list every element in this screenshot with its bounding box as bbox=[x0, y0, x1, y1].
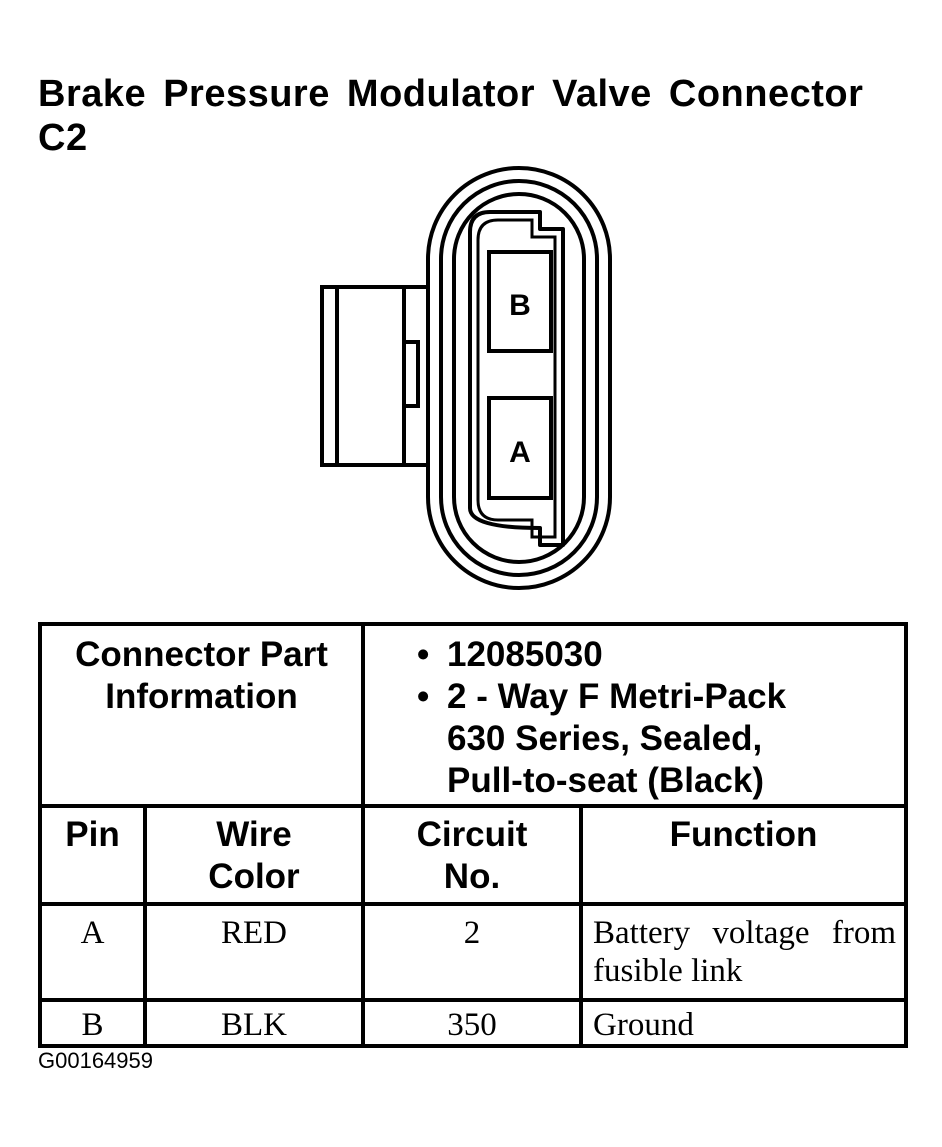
part-info-label-line-2: Information bbox=[105, 677, 298, 716]
bullet-icon: • bbox=[417, 635, 430, 674]
header-wire-line-2: Color bbox=[208, 857, 300, 896]
connector-housing bbox=[426, 166, 612, 590]
table-header-row: Pin Wire Color Circuit No. Function bbox=[38, 804, 908, 906]
table-row: B BLK 350 Ground bbox=[38, 998, 908, 1048]
table-row: A RED 2 Battery voltage from fusible lin… bbox=[38, 902, 908, 1002]
part-number: 12085030 bbox=[447, 635, 603, 674]
part-info-row: Connector Part Information • 12085030 • … bbox=[38, 622, 908, 808]
header-pin: Pin bbox=[38, 804, 147, 906]
connector-cavity bbox=[468, 210, 565, 547]
pin-cavity-a bbox=[487, 396, 553, 500]
header-pin-text: Pin bbox=[65, 815, 120, 854]
header-wire-color: Wire Color bbox=[143, 804, 365, 906]
pin-cell: A bbox=[38, 902, 147, 1002]
title-line-1: Brake Pressure Modulator Valve Connector bbox=[38, 73, 864, 115]
part-number-item: • 12085030 bbox=[417, 634, 904, 676]
pin-label-a: A bbox=[509, 436, 531, 469]
part-info-label-line-1: Connector Part bbox=[75, 635, 328, 674]
function-line-2: fusible link bbox=[593, 953, 743, 989]
wire-color-cell: BLK bbox=[143, 998, 365, 1048]
description-line-3: Pull-to-seat (Black) bbox=[447, 761, 764, 800]
header-circuit-line-2: No. bbox=[443, 857, 501, 896]
wire-color-cell: RED bbox=[143, 902, 365, 1002]
header-circuit-no: Circuit No. bbox=[361, 804, 583, 906]
function-line-1: Battery voltage from bbox=[593, 915, 896, 951]
description-line-2: 630 Series, Sealed, bbox=[447, 719, 763, 758]
description-line-1: 2 - Way F Metri-Pack bbox=[447, 677, 787, 716]
description-item: • 2 - Way F Metri-Pack bbox=[417, 676, 904, 718]
diagram-title: Brake Pressure Modulator Valve Connector… bbox=[38, 72, 918, 160]
connector-cavity-inner bbox=[476, 218, 557, 539]
bullet-icon: • bbox=[417, 677, 430, 716]
part-info-details: • 12085030 • 2 - Way F Metri-Pack 630 Se… bbox=[361, 622, 908, 808]
pin-cavity-b bbox=[487, 250, 553, 353]
function-cell: Battery voltage from fusible link bbox=[579, 902, 908, 1002]
figure-id: G00164959 bbox=[38, 1048, 153, 1073]
header-function: Function bbox=[579, 804, 908, 906]
connector-info-table: Connector Part Information • 12085030 • … bbox=[38, 622, 908, 1048]
connector-face-drawing: B A bbox=[320, 166, 612, 590]
header-circuit-line-1: Circuit bbox=[416, 815, 528, 854]
circuit-cell: 2 bbox=[361, 902, 583, 1002]
part-info-label: Connector Part Information bbox=[38, 622, 365, 808]
connector-latch bbox=[320, 285, 432, 467]
function-cell: Ground bbox=[579, 998, 908, 1048]
pin-cell: B bbox=[38, 998, 147, 1048]
header-wire-line-1: Wire bbox=[216, 815, 292, 854]
header-function-text: Function bbox=[669, 815, 818, 854]
pin-label-b: B bbox=[509, 289, 531, 322]
title-line-2: C2 bbox=[38, 117, 88, 159]
circuit-cell: 350 bbox=[361, 998, 583, 1048]
